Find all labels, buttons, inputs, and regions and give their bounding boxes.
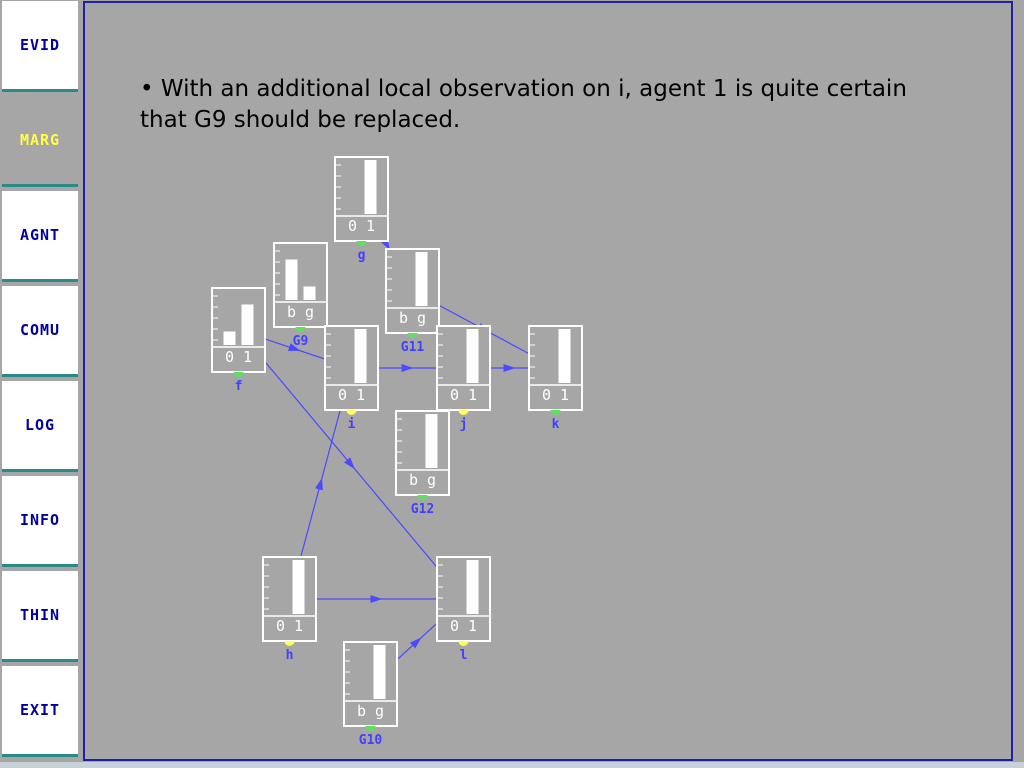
- edge-arrow-j-k: [503, 364, 516, 372]
- prob-bar-0: [285, 259, 298, 300]
- node-label: j: [460, 417, 468, 432]
- state-labels: 0 1: [542, 386, 569, 404]
- log-button[interactable]: LOG: [2, 381, 78, 472]
- info-button[interactable]: INFO: [2, 476, 78, 567]
- network-panel: [83, 1, 1013, 761]
- edge-arrow-f-l: [344, 457, 355, 470]
- node-label: g: [358, 248, 366, 263]
- node-box: [273, 242, 328, 328]
- caption-line-2: that G9 should be replaced.: [140, 107, 461, 133]
- prob-bar-1: [354, 329, 367, 383]
- node-status-dot: [550, 410, 561, 415]
- node-box: [334, 156, 389, 242]
- sidebar: EVID MARG AGNT COMU LOG INFO THIN EXIT: [0, 0, 80, 768]
- node-label: G9: [293, 334, 309, 349]
- node-g12[interactable]: b g G12: [395, 410, 450, 517]
- edge-arrow-h-l: [370, 595, 383, 603]
- node-j[interactable]: 0 1 j: [436, 325, 491, 432]
- caption-text: • With an additional local observation o…: [140, 74, 920, 136]
- prob-bar-1: [415, 252, 428, 306]
- node-label: f: [235, 379, 243, 394]
- node-status-dot: [417, 495, 428, 500]
- exit-button[interactable]: EXIT: [2, 666, 78, 757]
- node-label: l: [460, 648, 468, 663]
- node-label: G12: [411, 502, 434, 517]
- agnt-button[interactable]: AGNT: [2, 191, 78, 282]
- prob-bar-1: [303, 286, 316, 300]
- prob-bar-1: [466, 329, 479, 383]
- state-labels: 0 1: [276, 617, 303, 635]
- prob-bar-1: [425, 414, 438, 468]
- node-i[interactable]: 0 1 i: [324, 325, 379, 432]
- thin-button[interactable]: THIN: [2, 571, 78, 662]
- comu-button[interactable]: COMU: [2, 286, 78, 377]
- node-k[interactable]: 0 1 k: [528, 325, 583, 432]
- node-g9[interactable]: b g G9: [273, 242, 328, 349]
- state-labels: b g: [399, 309, 426, 327]
- node-status-dot: [233, 372, 244, 377]
- node-g10[interactable]: b g G10: [343, 641, 398, 748]
- node-label: i: [348, 417, 356, 432]
- node-status-dot: [356, 241, 367, 246]
- node-h[interactable]: 0 1 h: [262, 556, 317, 663]
- prob-bar-1: [558, 329, 571, 383]
- state-labels: b g: [287, 303, 314, 321]
- node-box: [262, 556, 317, 642]
- state-labels: 0 1: [225, 348, 252, 366]
- node-label: k: [552, 417, 560, 432]
- node-status-dot: [407, 333, 418, 338]
- evid-button[interactable]: EVID: [2, 1, 78, 92]
- prob-bar-1: [292, 560, 305, 614]
- node-g[interactable]: 0 1 g: [334, 156, 389, 263]
- node-status-dot: [295, 327, 306, 332]
- node-status-dot: [458, 641, 469, 646]
- prob-bar-1: [241, 304, 254, 345]
- node-label: G10: [359, 733, 383, 748]
- node-label: h: [286, 648, 294, 663]
- state-labels: 0 1: [348, 217, 375, 235]
- node-status-dot: [458, 410, 469, 415]
- node-f[interactable]: 0 1 f: [211, 287, 266, 394]
- prob-bar-1: [364, 160, 377, 214]
- prob-bar-0: [223, 331, 236, 345]
- prob-bar-1: [466, 560, 479, 614]
- marg-button[interactable]: MARG: [2, 96, 78, 187]
- state-labels: 0 1: [450, 617, 477, 635]
- edge-arrow-h-i: [315, 477, 323, 491]
- node-box: [436, 325, 491, 411]
- node-box: [385, 248, 440, 334]
- edge-arrow-f-i: [288, 343, 301, 351]
- bottom-strip: [0, 762, 1024, 768]
- node-g11[interactable]: b g G11: [385, 248, 440, 355]
- node-box: [211, 287, 266, 373]
- edge-arrow-i-j: [401, 364, 414, 372]
- edge-arrow-G10-l: [409, 637, 422, 649]
- node-l[interactable]: 0 1 l: [436, 556, 491, 663]
- node-status-dot: [284, 641, 295, 646]
- node-box: [436, 556, 491, 642]
- caption-line-1: • With an additional local observation o…: [140, 76, 907, 102]
- state-labels: b g: [409, 471, 436, 489]
- state-labels: 0 1: [338, 386, 365, 404]
- node-status-dot: [365, 726, 376, 731]
- node-status-dot: [346, 410, 357, 415]
- node-box: [324, 325, 379, 411]
- node-label: G11: [401, 340, 425, 355]
- state-labels: 0 1: [450, 386, 477, 404]
- prob-bar-1: [373, 645, 386, 699]
- state-labels: b g: [357, 702, 384, 720]
